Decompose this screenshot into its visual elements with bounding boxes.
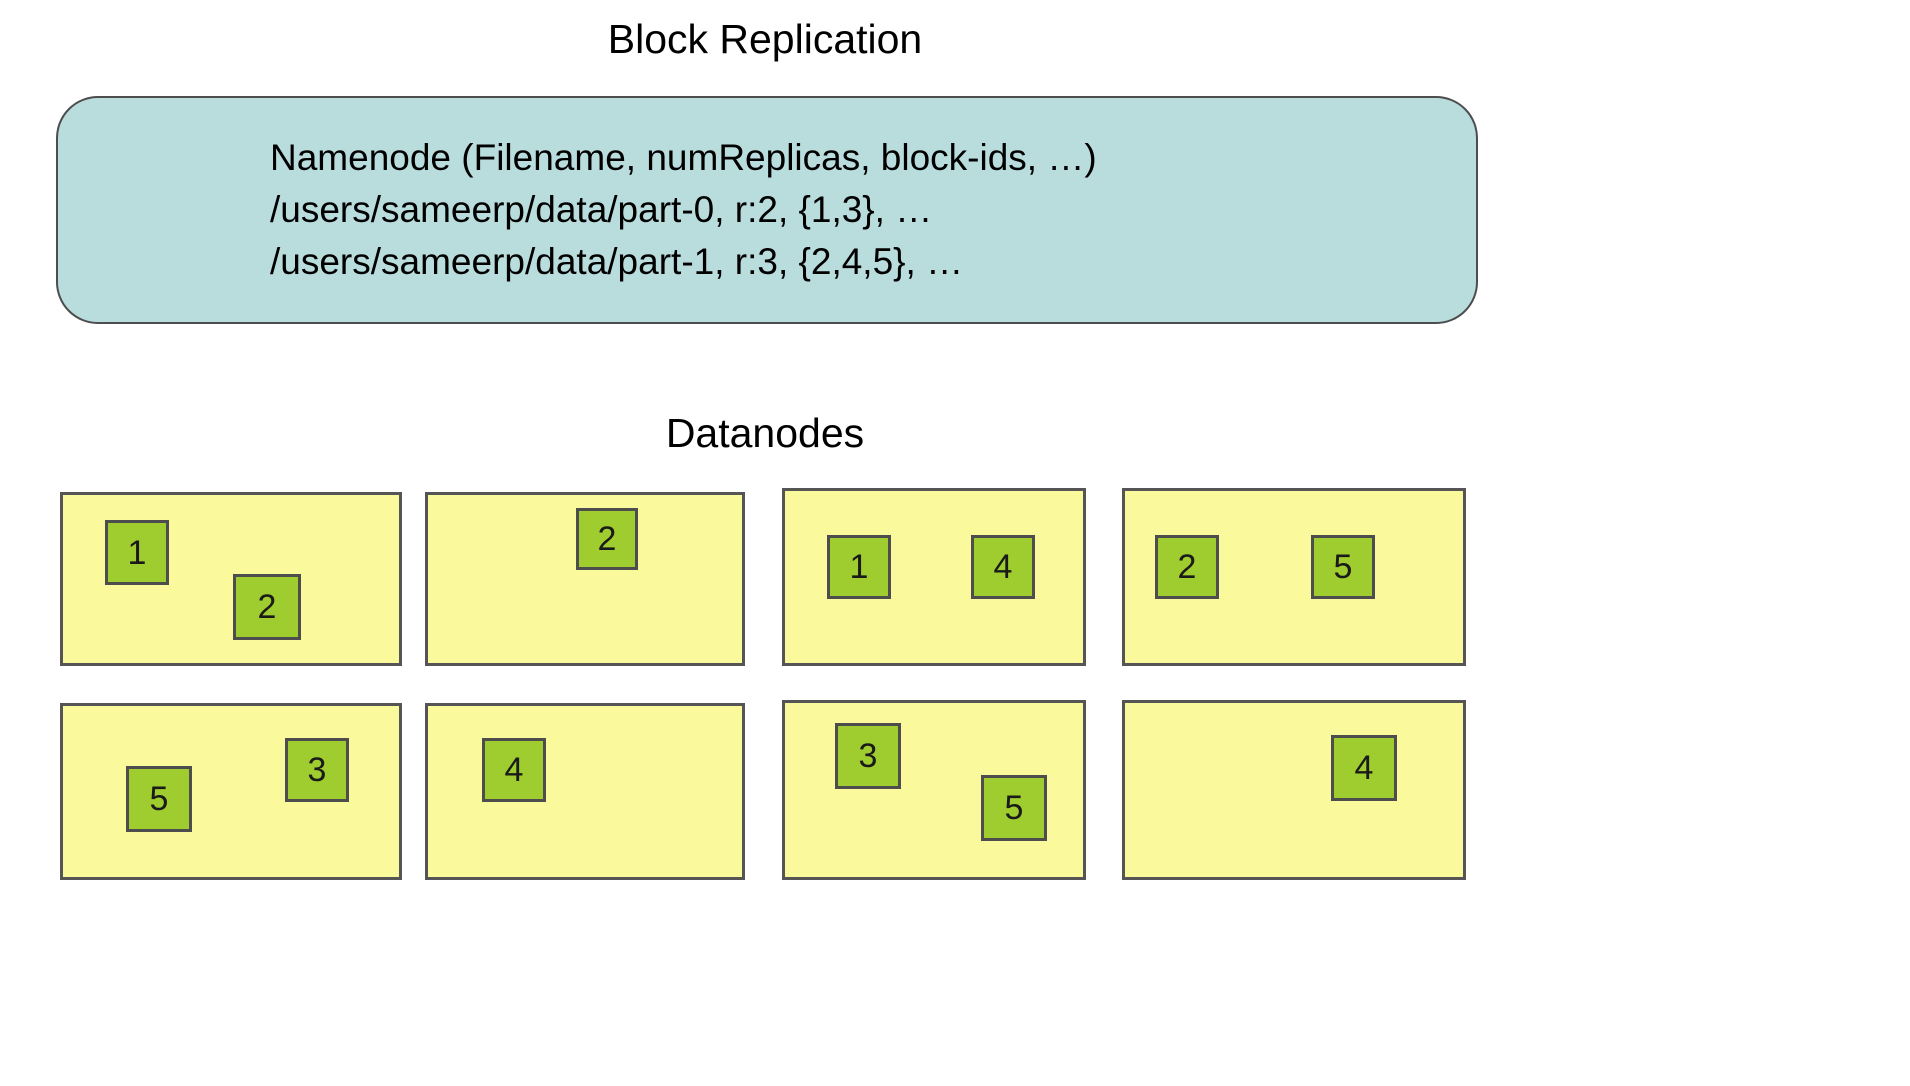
namenode-line-3: /users/sameerp/data/part-1, r:3, {2,4,5}…	[270, 241, 964, 282]
block-chip: 5	[981, 775, 1047, 841]
block-chip: 4	[1331, 735, 1397, 801]
datanode-3: 1 4	[782, 488, 1086, 666]
datanode-4: 2 5	[1122, 488, 1466, 666]
block-chip: 3	[285, 738, 349, 802]
block-chip: 1	[827, 535, 891, 599]
block-chip: 2	[1155, 535, 1219, 599]
namenode-line-1: Namenode (Filename, numReplicas, block-i…	[270, 137, 1097, 178]
page-title: Block Replication	[607, 16, 923, 62]
datanode-5: 5 3	[60, 703, 402, 880]
block-chip: 4	[971, 535, 1035, 599]
namenode-line-2: /users/sameerp/data/part-0, r:2, {1,3}, …	[270, 189, 933, 230]
namenode-text-block: Namenode (Filename, numReplicas, block-i…	[270, 132, 1450, 288]
datanode-7: 3 5	[782, 700, 1086, 880]
datanode-1: 1 2	[60, 492, 402, 666]
datanode-2: 2	[425, 492, 745, 666]
block-chip: 2	[233, 574, 301, 640]
block-chip: 3	[835, 723, 901, 789]
block-chip: 5	[1311, 535, 1375, 599]
namenode-box: Namenode (Filename, numReplicas, block-i…	[56, 96, 1478, 324]
block-chip: 1	[105, 520, 169, 585]
datanodes-section-label: Datanodes	[665, 410, 865, 456]
block-chip: 5	[126, 766, 192, 832]
block-chip: 4	[482, 738, 546, 802]
datanode-8: 4	[1122, 700, 1466, 880]
block-chip: 2	[576, 508, 638, 570]
datanode-6: 4	[425, 703, 745, 880]
